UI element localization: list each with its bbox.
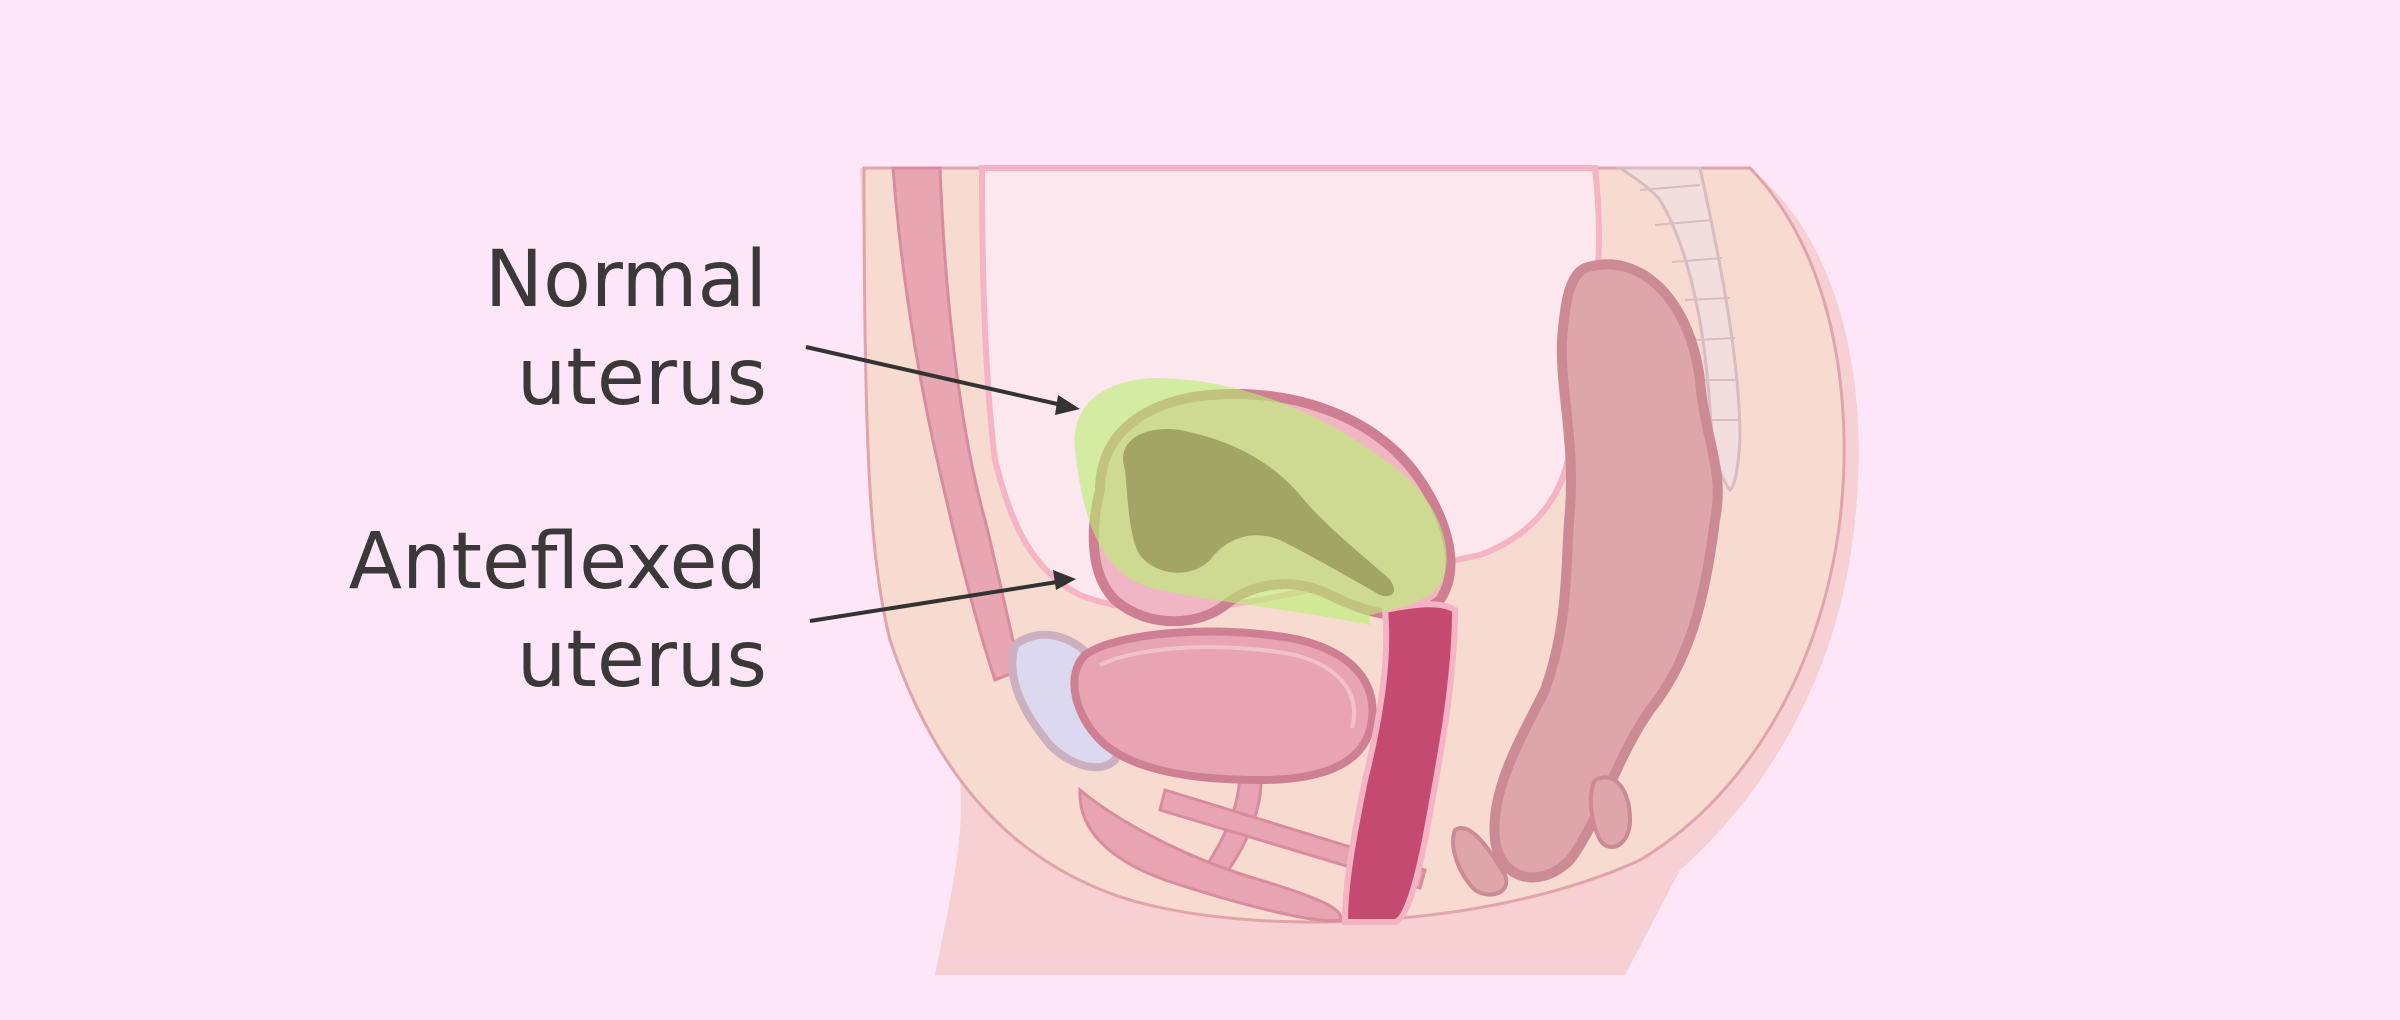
label-normal-uterus: Normal uterus [485,231,767,427]
normal-uterus-inner [1123,429,1395,597]
arrow-normal-uterus-head [1055,395,1080,415]
anal-sphincter [1588,775,1633,850]
label-anteflexed-uterus-line1: Anteflexed [348,517,767,607]
pelvic-floor-front [1078,786,1343,923]
label-normal-uterus-line1: Normal [484,235,767,325]
bladder [1070,627,1377,785]
rectum [1489,259,1723,883]
label-normal-uterus-line2: uterus [516,333,767,423]
arrow-anteflexed-uterus [809,578,1071,623]
arrow-normal-uterus [805,345,1076,410]
label-anteflexed-uterus: Anteflexed uterus [349,513,767,709]
arrows [805,345,1080,623]
label-anteflexed-uterus-line2: uterus [516,615,767,705]
bladder-wall [1099,645,1357,729]
perineal-body [1451,826,1509,897]
abdominal-muscle [891,166,1022,682]
arrow-anteflexed-uterus-head [1053,570,1076,590]
vagina [1341,601,1459,925]
vertebrae [1639,184,1739,421]
